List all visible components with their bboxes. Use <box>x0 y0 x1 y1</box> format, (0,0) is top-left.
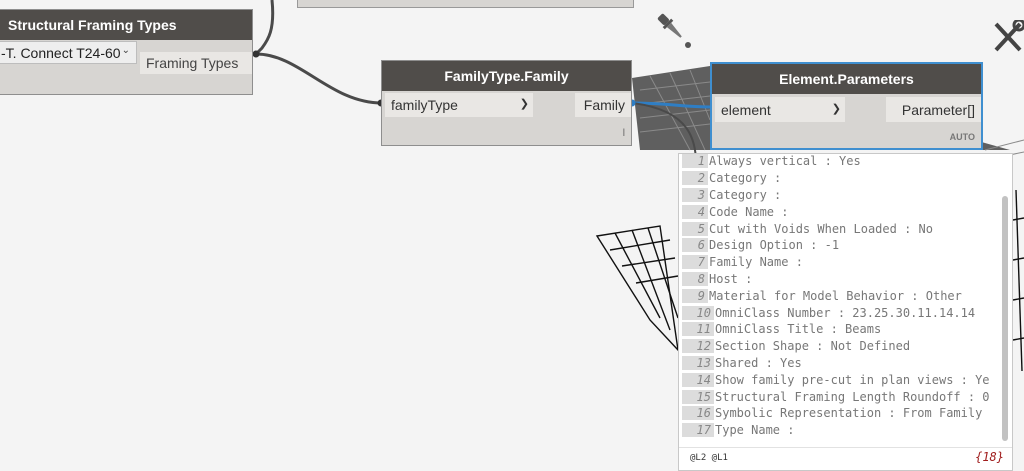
eyedropper-icon[interactable] <box>654 8 694 57</box>
list-item-text: OmniClass Title : Beams <box>715 322 882 337</box>
node-familytype-family[interactable]: FamilyType.Family familyType ❯ Family l <box>381 60 632 146</box>
preview-footer: @L2 @L1 {18} <box>679 447 1012 470</box>
list-item-text: Structural Framing Length Roundoff : 0 <box>715 389 990 404</box>
wire-top-to-framing-types <box>254 0 275 56</box>
input-port-familytype[interactable]: familyType ❯ <box>385 93 533 117</box>
list-item-index: 5 <box>682 221 708 236</box>
node-structural-framing-types[interactable]: Structural Framing Types -T. Connect T24… <box>0 9 253 95</box>
output-port-parameters[interactable]: Parameter[] <box>886 97 981 122</box>
wire-framing-types-to-familytype <box>255 52 383 105</box>
list-item-text: Design Option : -1 <box>709 238 840 253</box>
list-item-index: 1 <box>682 154 708 169</box>
port-arrow-icon: ❯ <box>519 98 529 110</box>
output-port-framing-types[interactable]: Framing Types <box>140 52 252 74</box>
list-item-index: 17 <box>682 423 714 438</box>
node-title[interactable]: Element.Parameters <box>712 64 981 94</box>
list-item-text: Host : <box>709 271 753 286</box>
lacing-indicator: l <box>622 128 625 139</box>
list-item-text: Material for Model Behavior : Other <box>709 288 962 303</box>
list-item-text: Symbolic Representation : From Family <box>715 406 983 421</box>
offscreen-node-fragment[interactable] <box>297 0 634 8</box>
list-item-index: 11 <box>682 322 714 337</box>
preview-scrollbar[interactable] <box>1002 196 1008 441</box>
wire-family-to-element <box>631 101 713 109</box>
list-item-index: 6 <box>682 238 708 253</box>
item-count: {18} <box>975 450 1004 464</box>
list-item-text: Shared : Yes <box>715 355 802 370</box>
list-item-text: Type Name : <box>715 423 795 438</box>
port-arrow-icon: ❯ <box>831 103 841 115</box>
list-item-index: 7 <box>682 255 708 270</box>
list-item-index: 2 <box>682 171 708 186</box>
tools-icon[interactable] <box>992 18 1024 61</box>
input-port-label: element <box>721 101 771 118</box>
output-port-label: Family <box>583 97 625 113</box>
list-item-text: OmniClass Number : 23.25.30.11.14.14 <box>715 305 976 320</box>
list-item-text: Family Name : <box>709 255 803 270</box>
list-item-text: Always vertical : Yes <box>709 154 861 169</box>
input-port-element[interactable]: element ❯ <box>715 97 845 122</box>
output-port-label: Parameter[] <box>901 101 975 118</box>
list-item-index: 16 <box>682 406 714 421</box>
port-dot-framing-out <box>252 50 260 58</box>
framing-type-dropdown[interactable]: -T. Connect T24-60 ⌄ <box>0 41 137 64</box>
list-item-index: 4 <box>682 204 708 219</box>
list-item-text: Cut with Voids When Loaded : No <box>709 221 933 236</box>
list-item-index: 12 <box>682 339 714 354</box>
list-item-text: Code Name : <box>709 204 789 219</box>
list-item-text: Category : <box>709 171 782 186</box>
lacing-indicator: AUTO <box>949 132 975 142</box>
list-item-index: 10 <box>682 305 714 320</box>
input-port-label: familyType <box>391 97 458 113</box>
list-item-index: 14 <box>682 372 714 387</box>
background-grid-wireframe <box>595 189 1024 372</box>
list-item-index: 3 <box>682 187 708 202</box>
node-element-parameters[interactable]: Element.Parameters element ❯ Parameter[]… <box>710 62 983 150</box>
node-title[interactable]: FamilyType.Family <box>382 61 631 91</box>
list-item-text: Category : <box>709 187 782 202</box>
list-item-text: Show family pre-cut in plan views : Ye <box>715 372 990 387</box>
node-title[interactable]: Structural Framing Types <box>0 10 252 40</box>
list-levels[interactable]: @L2 @L1 <box>690 453 728 463</box>
chevron-down-icon[interactable]: ⌄ <box>121 45 130 56</box>
output-port-family[interactable]: Family <box>575 93 631 117</box>
list-item-index: 9 <box>682 288 708 303</box>
output-port-label: Framing Types <box>146 55 239 71</box>
dropdown-value: -T. Connect T24-60 <box>1 44 121 61</box>
list-item-index: 15 <box>682 389 714 404</box>
list-item-index: 8 <box>682 271 708 286</box>
list-item-text: Section Shape : Not Defined <box>715 339 911 354</box>
list-item-index: 13 <box>682 355 714 370</box>
